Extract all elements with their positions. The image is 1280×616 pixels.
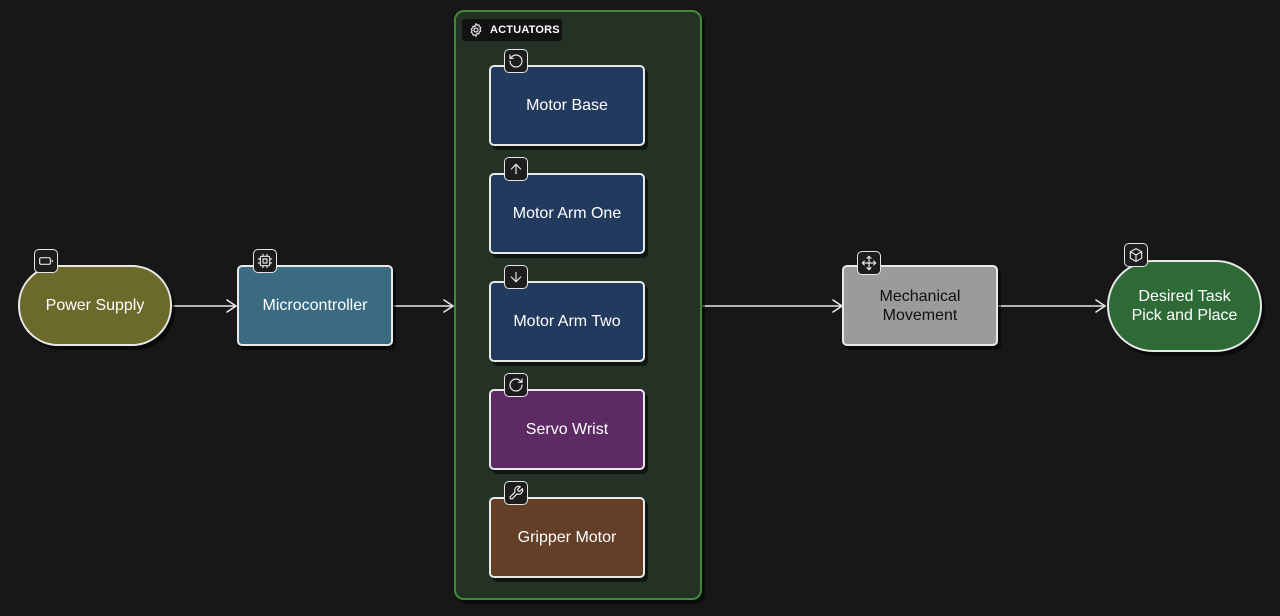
microcontroller-node[interactable]: Microcontroller	[237, 265, 393, 346]
desired-task-label: Desired Task Pick and Place	[1131, 288, 1238, 324]
battery-icon	[34, 249, 58, 273]
mechanical-movement-label: Mechanical Movement	[879, 287, 961, 324]
motor-arm-two-node[interactable]: Motor Arm Two	[489, 281, 645, 362]
edge-microcontroller-to-actuators	[393, 299, 454, 313]
edge-actuators-to-mechanical-movement	[702, 299, 843, 313]
power-supply-node[interactable]: Power Supply	[18, 265, 172, 346]
gripper-motor-label: Gripper Motor	[517, 529, 617, 546]
actuators-group-label: ACTUATORS	[490, 24, 560, 36]
actuators-group-title: ACTUATORS	[462, 19, 562, 41]
mechanical-movement-node[interactable]: Mechanical Movement	[842, 265, 998, 346]
cpu-chip-icon	[253, 249, 277, 273]
desired-task-node[interactable]: Desired Task Pick and Place	[1107, 260, 1262, 352]
rotate-cw-icon	[504, 373, 528, 397]
gripper-motor-node[interactable]: Gripper Motor	[489, 497, 645, 578]
servo-wrist-node[interactable]: Servo Wrist	[489, 389, 645, 470]
servo-wrist-label: Servo Wrist	[525, 421, 609, 438]
arrow-down-icon	[504, 265, 528, 289]
motor-base-node[interactable]: Motor Base	[489, 65, 645, 146]
microcontroller-label: Microcontroller	[262, 297, 368, 314]
motor-arm-one-label: Motor Arm One	[512, 205, 622, 222]
motor-arm-one-node[interactable]: Motor Arm One	[489, 173, 645, 254]
motor-base-label: Motor Base	[526, 97, 608, 114]
edge-power-to-microcontroller	[172, 299, 237, 313]
power-supply-label: Power Supply	[45, 297, 145, 314]
arrow-up-icon	[504, 157, 528, 181]
wrench-icon	[504, 481, 528, 505]
rotate-ccw-icon	[504, 49, 528, 73]
motor-arm-two-label: Motor Arm Two	[513, 313, 621, 330]
move-icon	[857, 251, 881, 275]
package-icon	[1124, 243, 1148, 267]
gear-icon	[468, 22, 484, 38]
edge-mechanical-movement-to-desired-task	[997, 299, 1106, 313]
